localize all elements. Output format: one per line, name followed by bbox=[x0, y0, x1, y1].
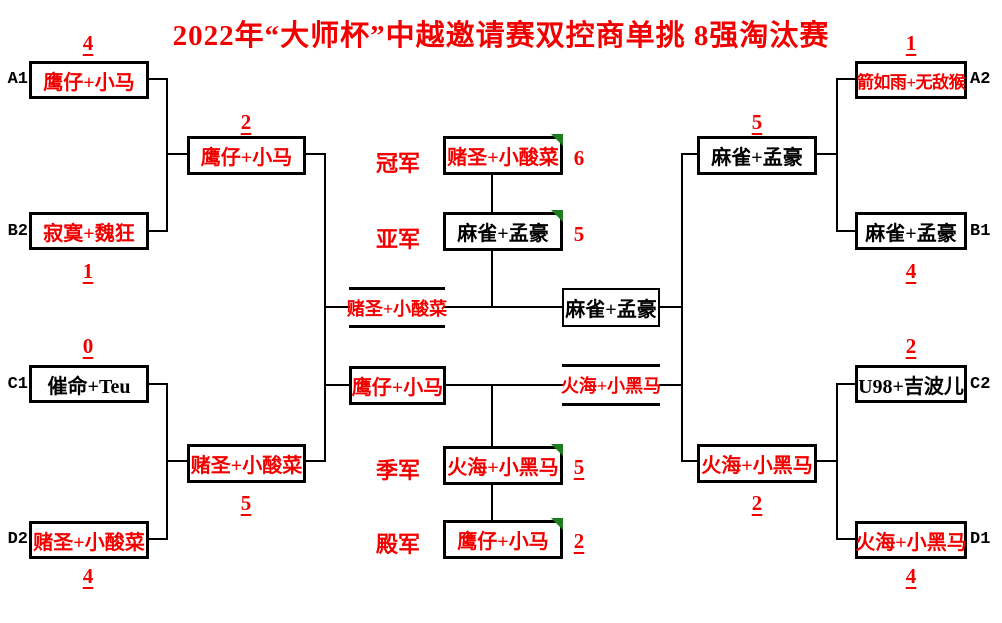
result-label-champion: 冠军 bbox=[375, 151, 420, 176]
score-b1: 4 bbox=[905, 259, 917, 283]
connector-line bbox=[349, 287, 445, 290]
team-box-c2: U98+吉波儿 bbox=[855, 365, 967, 403]
seed-label-a1: A1 bbox=[7, 70, 28, 89]
score-sf-right-bottom: 2 bbox=[751, 491, 763, 515]
team-box-sf-left-bottom: 赌圣+小酸菜 bbox=[187, 444, 306, 483]
result-label-fourth: 殿军 bbox=[375, 532, 420, 557]
score-b2: 1 bbox=[82, 259, 94, 283]
connector-line bbox=[836, 383, 838, 540]
connector-line bbox=[148, 230, 168, 232]
score-sf-right-top: 5 bbox=[751, 110, 763, 134]
finalist-right: 麻雀+孟豪 bbox=[562, 288, 660, 327]
team-box-a2: 箭如雨+无敌猴 bbox=[855, 61, 967, 99]
connector-line bbox=[491, 174, 493, 214]
score-c1: 0 bbox=[82, 334, 94, 358]
team-box-d2: 赌圣+小酸菜 bbox=[29, 521, 149, 559]
seed-label-b2: B2 bbox=[7, 222, 28, 241]
team-box-a1: 鹰仔+小马 bbox=[29, 61, 149, 99]
score-a2: 1 bbox=[905, 31, 917, 55]
seed-label-c1: C1 bbox=[7, 375, 28, 394]
connector-line bbox=[444, 384, 563, 386]
connector-line bbox=[148, 538, 168, 540]
score-d2: 4 bbox=[82, 564, 94, 588]
team-box-sf-left-top: 鹰仔+小马 bbox=[187, 136, 306, 175]
connector-line bbox=[349, 325, 445, 328]
connector-line bbox=[166, 153, 188, 155]
connector-line bbox=[148, 383, 168, 385]
team-box-b2: 寂寞+魏狂 bbox=[29, 212, 149, 250]
result-label-runner-up: 亚军 bbox=[375, 227, 420, 252]
champion-score: 6 bbox=[573, 146, 585, 170]
connector-line bbox=[838, 78, 856, 80]
score-c2: 2 bbox=[905, 334, 917, 358]
connector-line bbox=[305, 460, 326, 462]
team-box-sf-right-top: 麻雀+孟豪 bbox=[697, 136, 817, 175]
connector-line bbox=[491, 250, 493, 308]
connector-line bbox=[681, 153, 683, 462]
result-label-third: 季军 bbox=[375, 458, 420, 483]
runner-up-box: 麻雀+孟豪 bbox=[443, 212, 563, 251]
third-place-box: 火海+小黑马 bbox=[443, 446, 563, 485]
champion-box: 赌圣+小酸菜 bbox=[443, 136, 563, 175]
connector-line bbox=[816, 460, 838, 462]
connector-line bbox=[491, 385, 493, 447]
score-sf-left-bottom: 5 bbox=[240, 491, 252, 515]
score-a1: 4 bbox=[82, 31, 94, 55]
fourth-place-score: 2 bbox=[573, 529, 585, 553]
connector-line bbox=[166, 78, 168, 232]
connector-line bbox=[148, 78, 168, 80]
fourth-place-box: 鹰仔+小马 bbox=[443, 520, 563, 559]
sf-loser-right: 火海+小黑马 bbox=[560, 376, 662, 396]
connector-line bbox=[659, 306, 683, 308]
third-place-score: 5 bbox=[573, 455, 585, 479]
connector-line bbox=[305, 153, 326, 155]
connector-line bbox=[682, 153, 698, 155]
connector-line bbox=[444, 306, 563, 308]
page-title: 2022年“大师杯”中越邀请赛双控商单挑 8强淘汰赛 bbox=[172, 20, 830, 52]
team-box-b1: 麻雀+孟豪 bbox=[855, 212, 967, 250]
connector-line bbox=[324, 384, 350, 386]
seed-label-a2: A2 bbox=[970, 70, 991, 89]
connector-line bbox=[491, 484, 493, 522]
sf-loser-left: 鹰仔+小马 bbox=[349, 366, 446, 405]
score-d1: 4 bbox=[905, 564, 917, 588]
connector-line bbox=[838, 383, 856, 385]
seed-label-c2: C2 bbox=[970, 375, 991, 394]
seed-label-b1: B1 bbox=[970, 222, 991, 241]
connector-line bbox=[836, 78, 838, 232]
score-sf-left-top: 2 bbox=[240, 110, 252, 134]
seed-label-d2: D2 bbox=[7, 530, 28, 549]
team-box-sf-right-bottom: 火海+小黑马 bbox=[697, 444, 817, 483]
connector-line bbox=[682, 460, 698, 462]
connector-line bbox=[562, 403, 660, 406]
team-box-d1: 火海+小黑马 bbox=[855, 521, 967, 559]
connector-line bbox=[166, 460, 188, 462]
connector-line bbox=[659, 384, 683, 386]
seed-label-d1: D1 bbox=[970, 530, 991, 549]
team-box-c1: 催命+Teu bbox=[29, 365, 149, 403]
connector-line bbox=[838, 538, 856, 540]
connector-line bbox=[324, 306, 350, 308]
finalist-left: 赌圣+小酸菜 bbox=[346, 299, 448, 319]
connector-line bbox=[816, 153, 838, 155]
connector-line bbox=[562, 364, 660, 367]
runner-up-score: 5 bbox=[573, 222, 585, 246]
connector-line bbox=[838, 230, 856, 232]
